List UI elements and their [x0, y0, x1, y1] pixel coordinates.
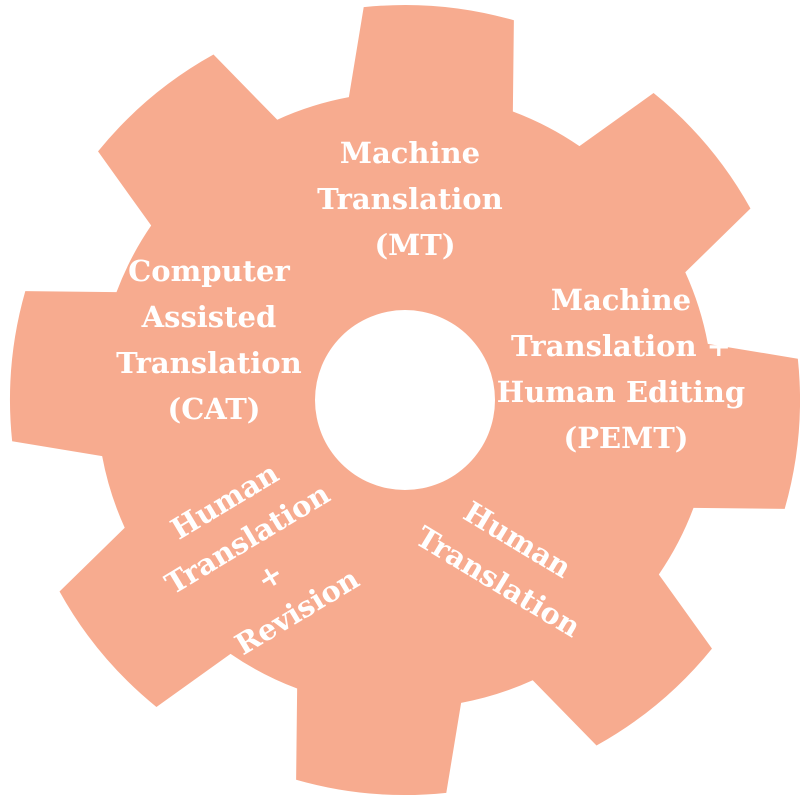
segment-pemt-line-2: Translation + — [511, 329, 731, 363]
segment-post-edited-machine-translation: Machine Translation + Human Editing (PEM… — [497, 283, 755, 455]
segment-cat-line-2: Assisted — [141, 300, 277, 334]
gear-shape — [10, 5, 800, 795]
segment-pemt-line-1: Machine — [551, 283, 691, 317]
svg-text:Machine Translation: Machine Translation (MT) — [317, 136, 513, 262]
segment-machine-translation: Machine Translation (MT) — [317, 136, 513, 262]
segment-mt-line-1: Machine — [340, 136, 480, 170]
segment-pemt-line-4: (PEMT) — [563, 421, 688, 455]
segment-computer-assisted-translation: Computer Assisted Translation (CAT) — [116, 254, 312, 426]
svg-text:Machine Translation +: Machine Translation + Human Editing (PEM… — [497, 283, 755, 455]
segment-pemt-line-3: Human Editing — [497, 375, 745, 409]
segment-cat-line-4: (CAT) — [167, 392, 260, 426]
segment-cat-line-3: Translation — [116, 346, 302, 380]
svg-text:Computer Assisted: Computer Assisted Translation (CAT) — [116, 254, 312, 426]
segment-mt-line-3: (MT) — [374, 228, 455, 262]
segment-cat-line-1: Computer — [128, 254, 290, 288]
segment-mt-line-2: Translation — [317, 182, 503, 216]
